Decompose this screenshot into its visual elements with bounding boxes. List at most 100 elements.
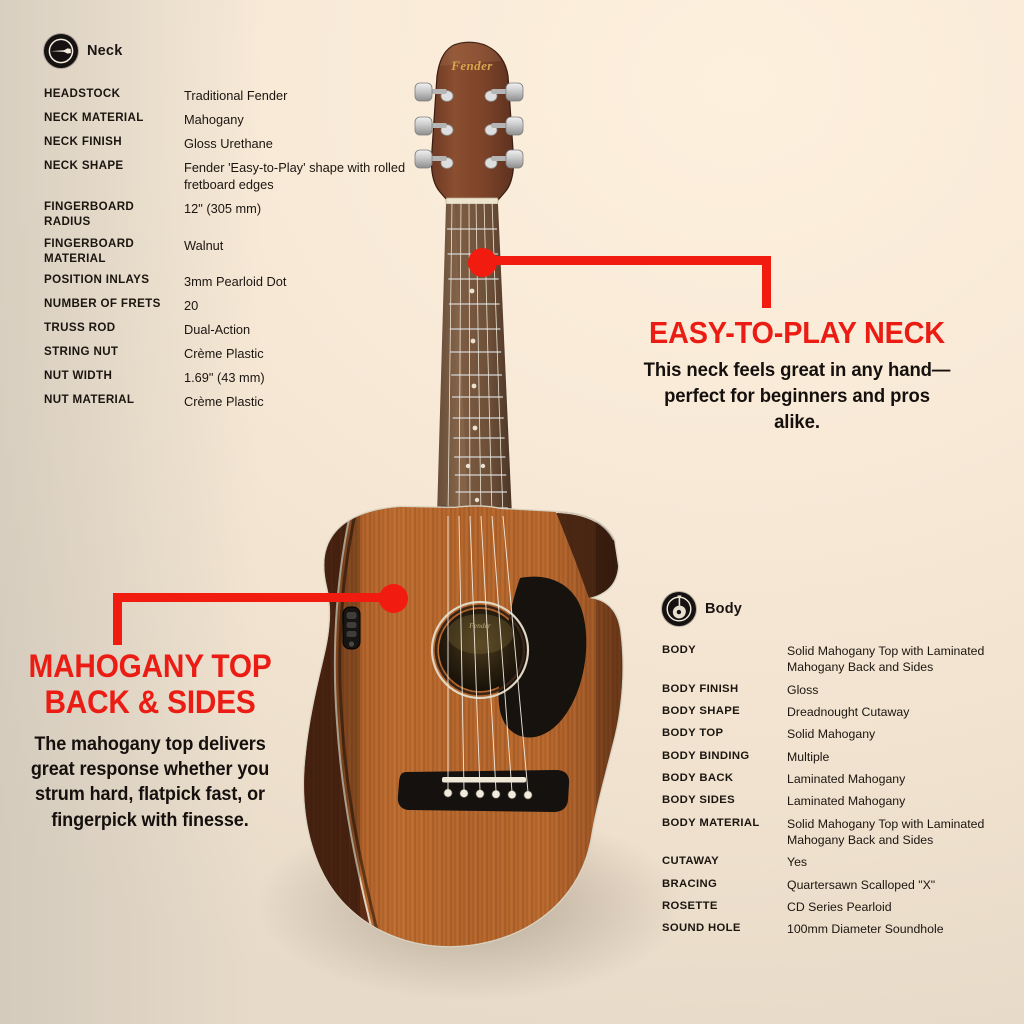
spec-value: 1.69" (43 mm) — [184, 370, 265, 386]
spec-value: Laminated Mahogany — [787, 772, 906, 787]
spec-value: Fender 'Easy-to-Play' shape with rolled … — [184, 160, 406, 193]
callout-mahogany-title-line1: MAHOGANY TOP — [28, 648, 272, 684]
spec-value: 20 — [184, 298, 199, 314]
callout-easy-to-play-neck: EASY-TO-PLAY NECK This neck feels great … — [632, 316, 962, 436]
callout-mahogany-title: MAHOGANY TOP BACK & SIDES — [24, 648, 277, 721]
neck-section-title: Neck — [87, 43, 123, 59]
spec-label: BODY SIDES — [662, 794, 735, 807]
spec-row: NUT WIDTH 1.69" (43 mm) — [44, 369, 434, 393]
spec-label: NECK SHAPE — [44, 159, 124, 173]
callout-anchor-dot-neck — [468, 248, 497, 277]
spec-label: POSITION INLAYS — [44, 273, 150, 287]
preamp-control-panel — [342, 606, 361, 650]
spec-value: Crème Plastic — [184, 346, 264, 362]
spec-row: BRACING Quartersawn Scalloped "X" — [662, 877, 1017, 899]
spec-label: TRUSS ROD — [44, 321, 116, 335]
spec-row: ROSETTE CD Series Pearloid — [662, 899, 1017, 921]
spec-row: FINGERBOARD RADIUS 12" (305 mm) — [44, 200, 434, 237]
spec-label: NECK MATERIAL — [44, 111, 144, 125]
spec-label: BODY MATERIAL — [662, 816, 760, 829]
spec-label: HEADSTOCK — [44, 87, 121, 100]
body-section-title: Body — [705, 601, 743, 617]
spec-value: Solid Mahogany — [787, 727, 876, 742]
spec-value: Solid Mahogany Top with Laminated Mahoga… — [787, 816, 985, 848]
spec-label: STRING NUT — [44, 345, 119, 359]
spec-value: 3mm Pearloid Dot — [184, 274, 287, 290]
spec-label: ROSETTE — [662, 900, 718, 913]
spec-row: BODY SHAPE Dreadnought Cutaway — [662, 704, 1017, 726]
spec-value: Multiple — [787, 749, 830, 764]
spec-value: Yes — [787, 855, 808, 870]
spec-value: Dreadnought Cutaway — [787, 705, 910, 720]
spec-row: BODY FINISH Gloss — [662, 682, 1017, 704]
pickguard — [498, 576, 587, 738]
spec-value: Walnut — [184, 237, 224, 253]
spec-row: POSITION INLAYS 3mm Pearloid Dot — [44, 273, 434, 297]
spec-row: BODY Solid Mahogany Top with Laminated Ma… — [662, 643, 1017, 682]
spec-row: NUMBER OF FRETS 20 — [44, 297, 434, 321]
spec-label: BODY — [662, 644, 697, 656]
spec-row: TRUSS ROD Dual-Action — [44, 321, 434, 345]
callout-leader-horizontal-neck — [482, 256, 770, 265]
spec-value: 12" (305 mm) — [184, 201, 262, 217]
callout-neck-body: This neck feels great in any hand—perfec… — [643, 359, 951, 433]
spec-label: NUT WIDTH — [44, 369, 113, 383]
spec-label: CUTAWAY — [662, 855, 720, 868]
headstock: Fender — [414, 41, 524, 205]
spec-value: Gloss Urethane — [184, 136, 273, 152]
spec-label: BODY SHAPE — [662, 705, 740, 718]
spec-value: Crème Plastic — [184, 394, 264, 410]
spec-label: NUT MATERIAL — [44, 393, 135, 407]
spec-label: FINGERBOARD RADIUS — [44, 200, 135, 228]
svg-text:Fender: Fender — [450, 58, 493, 73]
spec-value: Mahogany — [184, 112, 244, 128]
spec-row: BODY BINDING Multiple — [662, 749, 1017, 771]
spec-row: BODY BACK Laminated Mahogany — [662, 771, 1017, 793]
spec-value: CD Series Pearloid — [787, 900, 892, 915]
svg-text:Fender: Fender — [468, 621, 491, 630]
spec-value: 100mm Diameter Soundhole — [787, 922, 944, 937]
body-section-header: Body — [662, 592, 1017, 626]
spec-row: CUTAWAY Yes — [662, 854, 1017, 876]
spec-label: BRACING — [662, 877, 718, 890]
callout-neck-title: EASY-TO-PLAY NECK — [649, 315, 945, 350]
body-spec-block: Body BODY Solid Mahogany Top with Laminat… — [662, 592, 1017, 944]
guitar-neck-icon — [44, 34, 78, 68]
spec-value: Quartersawn Scalloped "X" — [787, 877, 936, 892]
spec-label: BODY FINISH — [662, 682, 739, 695]
callout-anchor-dot-body — [379, 584, 408, 613]
neck-section-header: Neck — [44, 34, 434, 68]
spec-row: BODY MATERIAL Solid Mahogany Top with Lam… — [662, 816, 1017, 855]
body-spec-rows: BODY Solid Mahogany Top with Laminated Ma… — [662, 643, 1017, 944]
callout-leader-vertical-body — [113, 593, 122, 645]
spec-row: HEADSTOCK Traditional Fender — [44, 87, 434, 111]
spec-value: Solid Mahogany Top with Laminated Mahoga… — [787, 644, 985, 675]
callout-mahogany-title-line2: BACK & SIDES — [44, 684, 256, 721]
spec-label: SOUND HOLE — [662, 922, 741, 935]
bridge — [397, 770, 570, 812]
spec-label: FINGERBOARD MATERIAL — [44, 236, 135, 265]
spec-value: Gloss — [787, 682, 819, 697]
spec-row: NUT MATERIAL Crème Plastic — [44, 393, 434, 417]
spec-label: BODY BINDING — [662, 749, 750, 762]
spec-value: Laminated Mahogany — [787, 794, 906, 809]
spec-label: NUMBER OF FRETS — [44, 297, 161, 311]
callout-mahogany-top: MAHOGANY TOP BACK & SIDES The mahogany t… — [14, 648, 286, 833]
spec-value: Dual-Action — [184, 322, 251, 338]
spec-row: SOUND HOLE 100mm Diameter Soundhole — [662, 921, 1017, 943]
spec-row: NECK SHAPE Fender 'Easy-to-Play' shape wi… — [44, 159, 434, 200]
spec-row: FINGERBOARD MATERIAL Walnut — [44, 237, 434, 274]
neck-and-fretboard — [435, 199, 512, 519]
spec-value: Traditional Fender — [184, 88, 288, 103]
guitar-body-icon — [662, 592, 696, 626]
body-spec-table: BODY Solid Mahogany Top with Laminated Ma… — [662, 643, 1017, 944]
spec-label: BODY BACK — [662, 772, 734, 785]
callout-leader-horizontal-body — [113, 593, 394, 602]
